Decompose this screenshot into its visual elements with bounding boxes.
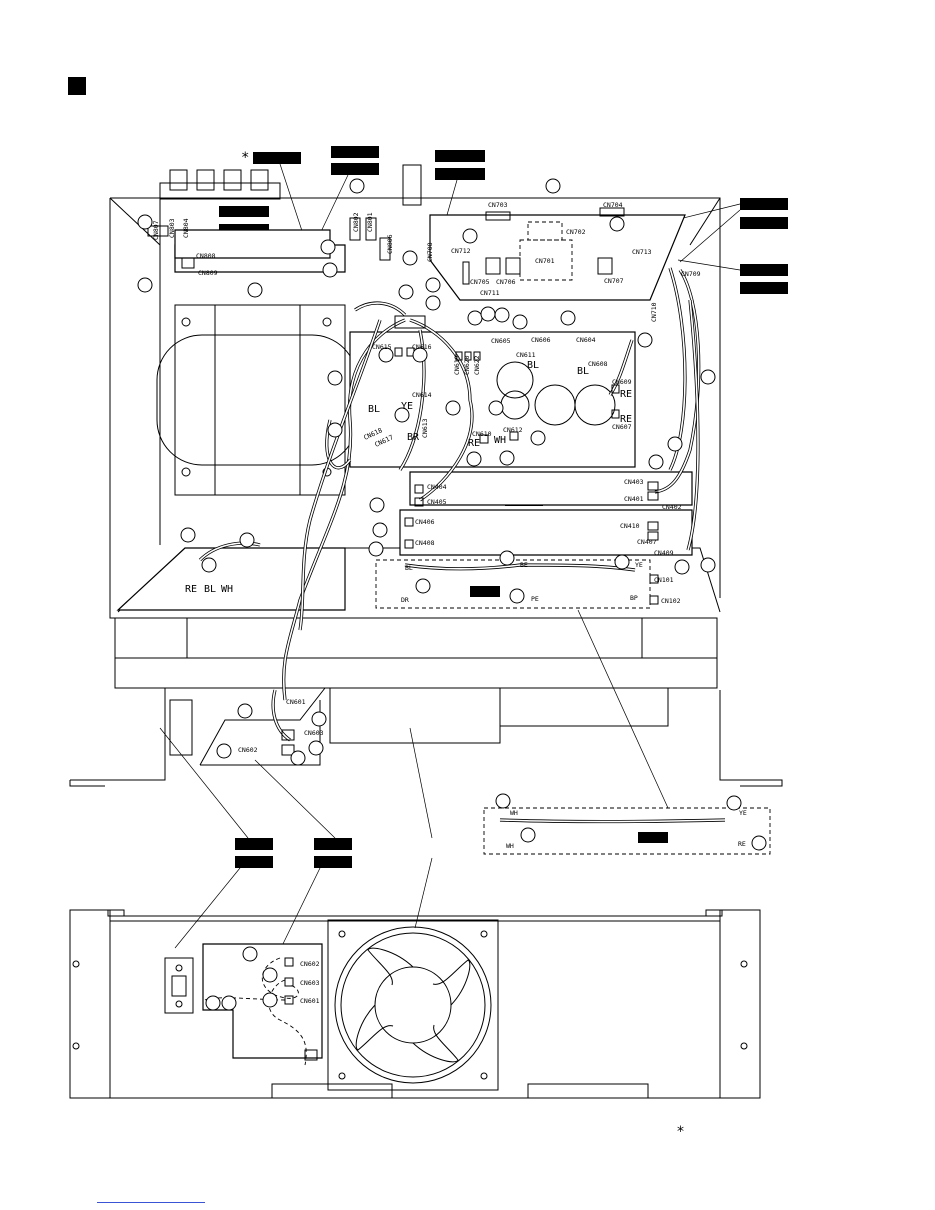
label-cn709: CN709 [681,270,701,278]
color-bl-2: BL [577,366,589,377]
label-cn808: CN808 [196,252,216,260]
label-cn711: CN711 [480,289,500,297]
color-re-1: RE [468,438,480,449]
bottom-link[interactable] [97,1202,205,1203]
wiring [198,267,726,824]
footnote: * [677,1124,684,1140]
label-cn102: CN102 [661,597,681,605]
label-cn407: CN407 [637,538,657,546]
label-cn803: CN803 [168,218,176,238]
color-br-1: BR [407,432,420,443]
color-re-5: RE [738,840,746,848]
label-cn609: CN609 [612,378,632,386]
color-re-3: RE [620,414,632,425]
label-cn406: CN406 [415,518,435,526]
fan [327,919,499,1091]
label-cn704: CN704 [603,201,623,209]
label-cn616: CN616 [412,343,432,351]
label-cn404: CN404 [427,483,447,491]
callout-circles [137,178,767,851]
label-cn614: CN614 [412,391,432,399]
post [402,164,422,206]
label-cn619: CN619 [453,355,461,375]
label-cn612: CN612 [503,426,523,434]
asterisk-mark: * [241,150,249,166]
color-be: BE [520,561,528,569]
label-cn622: CN622 [473,355,481,375]
label-cn101: CN101 [654,576,674,584]
color-bl-5: BL [405,564,413,572]
label-cn603-bottom: CN603 [300,979,320,987]
color-re-4: RE [185,584,197,595]
label-cn615: CN615 [372,343,392,351]
label-cn701: CN701 [535,257,555,265]
label-cn610: CN610 [472,430,492,438]
label-cn802: CN802 [352,212,360,232]
label-cn409: CN409 [654,549,674,557]
connector-blocks [147,207,659,756]
label-cn702: CN702 [566,228,586,236]
label-cn403: CN403 [624,478,644,486]
boards [116,214,771,855]
color-bp: BP [630,594,638,602]
label-cn713: CN713 [632,248,652,256]
label-cn607: CN607 [612,423,632,431]
color-ye-3: YE [739,809,747,817]
label-cn405: CN405 [427,498,447,506]
label-cn603: CN603 [304,729,324,737]
rca-jacks [159,169,281,200]
label-cn807: CN807 [152,220,160,240]
bottom-chassis [69,909,761,1099]
label-cn408: CN408 [415,539,435,547]
label-cn708: CN708 [426,242,434,262]
label-cn806: CN806 [386,234,394,254]
wire-color-labels: BL YE BR RE WH BL BL RE RE RE BL WH BL B… [185,360,747,850]
color-dr: DR [401,596,409,604]
section-marker [68,77,86,95]
color-bl-1: BL [368,404,380,415]
label-cn804: CN804 [182,218,190,238]
color-ye-2: YE [635,561,643,569]
label-cn410: CN410 [620,522,640,530]
color-wh-4: WH [506,842,514,850]
color-wh-3: WH [510,809,518,817]
bottom-board: CN602 CN603 CN601 [164,943,323,1066]
color-bl-4: BL [204,584,216,595]
label-cn703: CN703 [488,201,508,209]
color-bl-3: BL [527,360,539,371]
label-cn706: CN706 [496,278,516,286]
label-cn712: CN712 [451,247,471,255]
label-cn608: CN608 [588,360,608,368]
label-cn602: CN602 [238,746,258,754]
label-cn705: CN705 [470,278,490,286]
label-cn601-bottom: CN601 [300,997,320,1005]
label-cn620: CN620 [463,355,471,375]
label-cn602-bottom: CN602 [300,960,320,968]
chassis-top [69,197,783,787]
label-cn401: CN401 [624,495,644,503]
label-cn710: CN710 [650,302,658,322]
label-cn402: CN402 [662,503,682,511]
label-cn605: CN605 [491,337,511,345]
label-cn601: CN601 [286,698,306,706]
color-wh-1: WH [494,435,506,446]
connector-labels: CN807 CN803 CN804 CN808 CN809 CN802 CN80… [152,201,701,754]
color-wh-2: WH [221,584,233,595]
label-cn801: CN801 [366,212,374,232]
label-cn606: CN606 [531,336,551,344]
label-cn611: CN611 [516,351,536,359]
label-cn613: CN613 [421,418,429,438]
label-cn604: CN604 [576,336,596,344]
label-cn809: CN809 [198,269,218,277]
color-ye-1: YE [401,401,413,412]
label-cn707: CN707 [604,277,624,285]
color-pe: PE [531,595,539,603]
color-re-2: RE [620,389,632,400]
